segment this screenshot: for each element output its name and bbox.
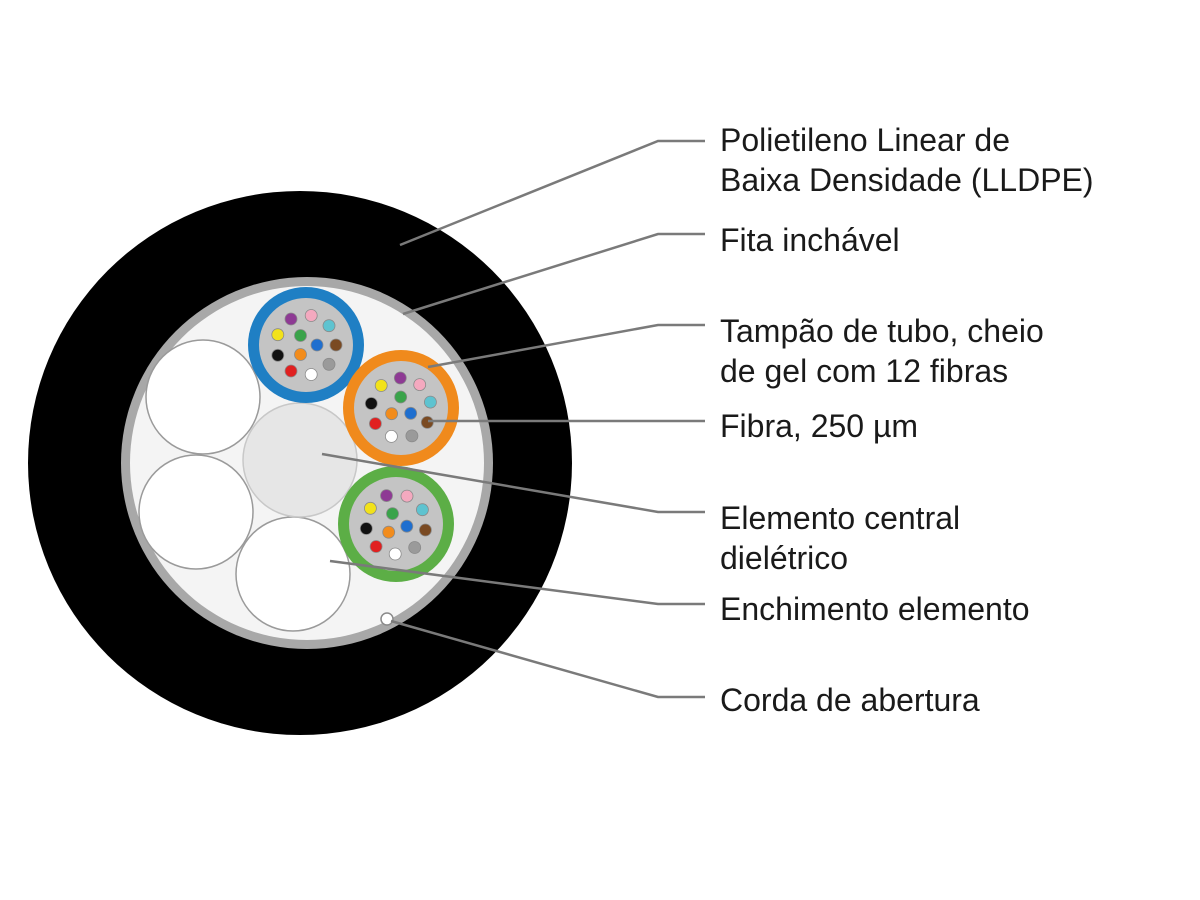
fiber	[294, 348, 307, 361]
fiber	[423, 395, 437, 409]
fiber	[388, 547, 402, 561]
fiber	[415, 503, 429, 517]
fiber	[400, 489, 414, 503]
fiber	[322, 319, 336, 333]
fiber	[394, 390, 408, 404]
fiber	[284, 312, 298, 326]
fiber	[386, 507, 399, 520]
fiber	[329, 338, 343, 352]
leader-line-tubo	[427, 323, 705, 369]
fiber	[368, 417, 382, 431]
label-ripcord: Corda de abertura	[720, 682, 980, 718]
fiber	[420, 415, 434, 429]
label-fiber: Fibra, 250 µm	[720, 408, 919, 444]
fiber	[408, 541, 422, 554]
label-lldpe-line1: Polietileno Linear de	[720, 122, 1010, 158]
loose-tube-orange	[343, 350, 459, 466]
filler-element-2	[138, 454, 254, 570]
fiber	[369, 540, 383, 553]
fiber	[393, 371, 407, 385]
leader-line-elemento	[321, 452, 705, 514]
fiber	[364, 397, 378, 410]
fiber	[271, 348, 285, 362]
fiber	[405, 429, 419, 443]
label-central-element: Elemento central dielétrico	[720, 498, 960, 578]
fiber-bundle-orange	[364, 371, 437, 443]
fiber	[380, 489, 393, 503]
fiber	[363, 501, 377, 515]
label-central-element-line2: dielétrico	[720, 540, 849, 576]
fiber	[374, 379, 388, 392]
fiber	[385, 407, 399, 421]
fiber	[382, 525, 396, 539]
filler-element-1	[145, 339, 261, 455]
fiber	[400, 519, 414, 533]
fiber	[271, 328, 285, 342]
fiber	[304, 309, 318, 322]
filler-element-3	[235, 516, 351, 632]
label-lldpe-line2: Baixa Densidade (LLDPE)	[720, 162, 1094, 198]
fiber	[413, 378, 427, 392]
leader-line-fita	[402, 232, 705, 316]
fiber	[404, 406, 418, 420]
fiber	[284, 364, 298, 378]
label-loose-tube-line2: de gel com 12 fibras	[720, 353, 1009, 389]
label-loose-tube-line1: Tampão de tubo, cheio	[720, 313, 1044, 349]
leader-line-lldpe	[399, 139, 705, 247]
fiber	[322, 357, 336, 371]
fiber-bundle-blue	[271, 309, 343, 381]
ripcord	[380, 612, 394, 626]
leader-line-enchimento	[329, 559, 705, 606]
loose-tube-blue	[248, 287, 364, 403]
fiber	[418, 523, 432, 537]
fiber	[384, 429, 398, 443]
label-loose-tube: Tampão de tubo, cheio de gel com 12 fibr…	[720, 311, 1044, 391]
fiber	[359, 522, 373, 535]
leader-line-corda	[390, 619, 705, 699]
label-lldpe: Polietileno Linear de Baixa Densidade (L…	[720, 120, 1094, 200]
fiber-bundle-green	[359, 489, 432, 561]
label-filler-element: Enchimento elemento	[720, 591, 1030, 627]
label-swellable-tape: Fita inchável	[720, 222, 900, 258]
fiber	[294, 329, 307, 342]
fiber	[310, 338, 324, 352]
loose-tube-green	[338, 466, 454, 582]
fiber	[304, 368, 318, 381]
central-dielectric-element	[242, 402, 358, 518]
label-central-element-line1: Elemento central	[720, 500, 961, 536]
